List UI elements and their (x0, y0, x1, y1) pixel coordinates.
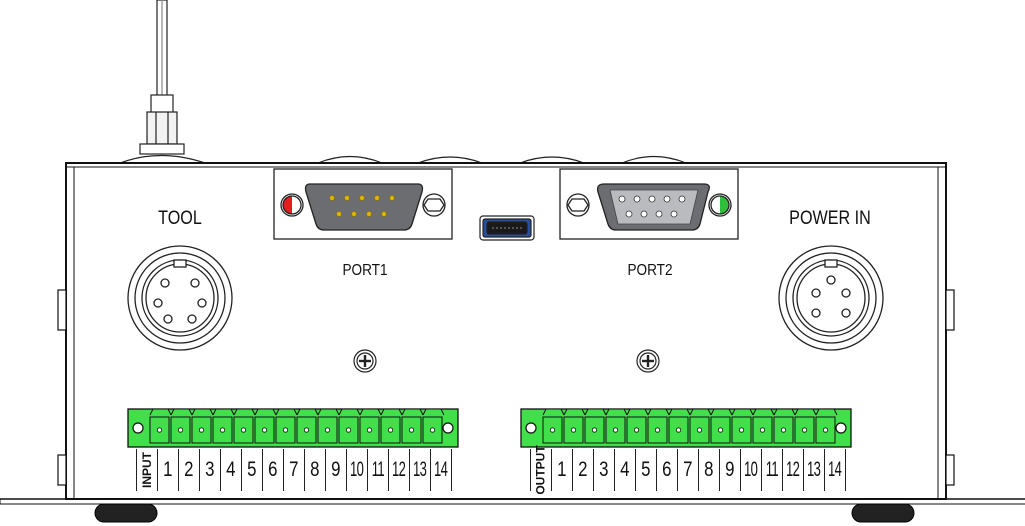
input-terminal-6 (254, 408, 277, 444)
input-number-7: 7 (284, 449, 305, 491)
output-number-9: 9 (720, 449, 741, 491)
output-number-10: 10 (741, 449, 762, 491)
tool-label: TOOL (158, 208, 202, 229)
input-terminal-10 (338, 408, 361, 444)
input-number-2: 2 (179, 449, 200, 491)
input-terminal-4 (212, 408, 235, 444)
output-strip-title: OUTPUT (531, 445, 552, 495)
power-in-label: POWER IN (789, 208, 871, 229)
output-terminal-11 (752, 408, 775, 444)
output-terminal-8 (689, 408, 712, 444)
output-number-13: 13 (804, 449, 825, 491)
input-number-4: 4 (221, 449, 242, 491)
power-in-connector (778, 245, 884, 351)
output-terminal-14 (815, 408, 838, 444)
input-terminal-3 (191, 408, 214, 444)
usb-port (479, 215, 535, 241)
input-number-1: 1 (158, 449, 179, 491)
output-terminal-13 (794, 408, 817, 444)
input-terminal-2 (170, 408, 193, 444)
output-terminal-3 (584, 408, 607, 444)
input-strip-title: INPUT (137, 449, 158, 491)
input-terminal-14 (422, 408, 445, 444)
input-terminal-5 (233, 408, 256, 444)
output-terminal-9 (710, 408, 733, 444)
port2-label: PORT2 (627, 262, 673, 279)
input-number-3: 3 (200, 449, 221, 491)
output-terminal-7 (668, 408, 691, 444)
output-number-5: 5 (636, 449, 657, 491)
feet (94, 503, 915, 523)
port1-label: PORT1 (342, 262, 388, 279)
output-terminal-1 (542, 408, 565, 444)
input-number-5: 5 (242, 449, 263, 491)
output-number-14: 14 (825, 449, 846, 491)
input-terminal-9 (317, 408, 340, 444)
output-number-8: 8 (699, 449, 720, 491)
port1-db9-connector (273, 168, 453, 240)
output-terminal-5 (626, 408, 649, 444)
input-terminal-8 (296, 408, 319, 444)
input-number-11: 11 (368, 449, 389, 491)
output-number-4: 4 (615, 449, 636, 491)
output-terminal-10 (731, 408, 754, 444)
input-number-12: 12 (389, 449, 410, 491)
output-terminal-12 (773, 408, 796, 444)
output-number-12: 12 (783, 449, 804, 491)
input-terminal-12 (380, 408, 403, 444)
output-number-1: 1 (552, 449, 573, 491)
output-number-2: 2 (573, 449, 594, 491)
output-number-7: 7 (678, 449, 699, 491)
input-terminal-block (127, 408, 459, 448)
input-number-10: 10 (347, 449, 368, 491)
input-terminal-11 (359, 408, 382, 444)
input-number-8: 8 (305, 449, 326, 491)
port2-db9-connector (559, 168, 739, 240)
output-terminal-2 (563, 408, 586, 444)
input-terminal-7 (275, 408, 298, 444)
output-terminal-4 (605, 408, 628, 444)
output-terminal-6 (647, 408, 670, 444)
input-number-14: 14 (431, 449, 452, 491)
input-terminal-13 (401, 408, 424, 444)
screw-right (636, 349, 660, 373)
input-number-13: 13 (410, 449, 431, 491)
antenna-cable (119, 0, 206, 164)
output-number-11: 11 (762, 449, 783, 491)
top-bumps (317, 155, 687, 164)
tool-connector (127, 245, 233, 351)
output-terminal-block (520, 408, 852, 448)
input-number-9: 9 (326, 449, 347, 491)
input-number-6: 6 (263, 449, 284, 491)
input-terminal-1 (149, 408, 172, 444)
output-number-6: 6 (657, 449, 678, 491)
output-number-3: 3 (594, 449, 615, 491)
screw-left (353, 349, 377, 373)
